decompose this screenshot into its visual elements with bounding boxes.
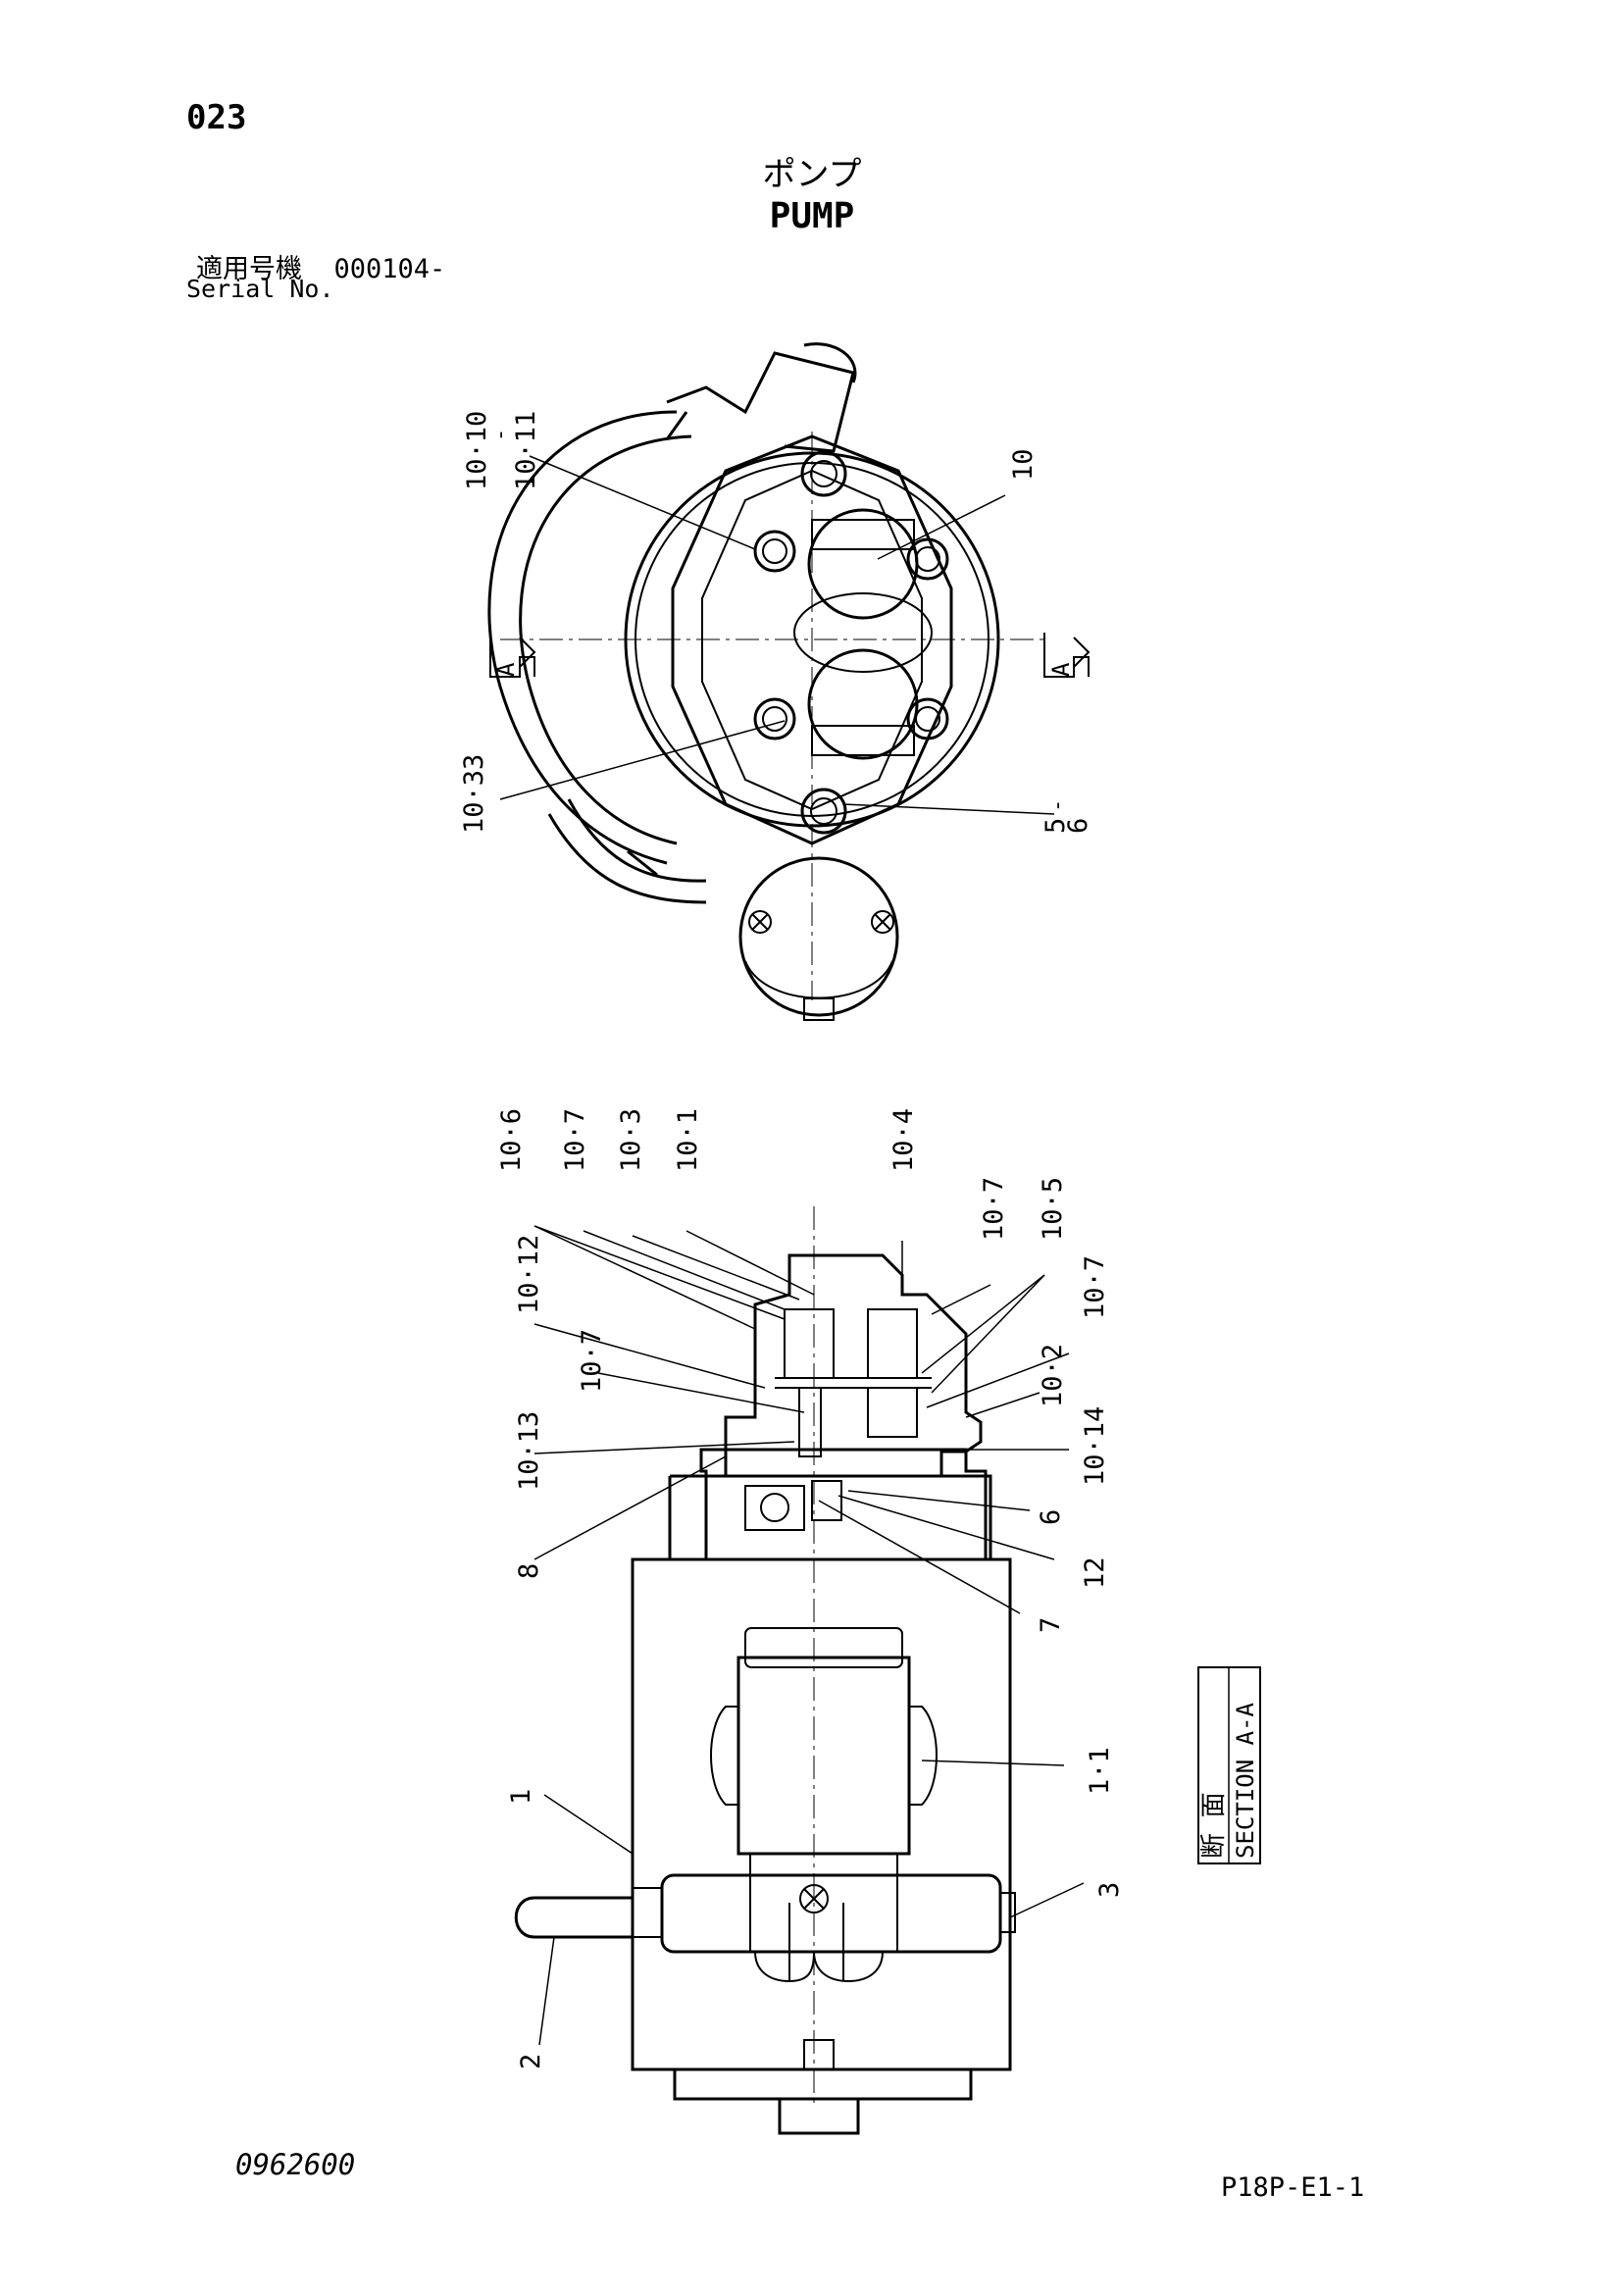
- section-marker-left: A: [492, 662, 520, 677]
- section-label-en: SECTION A-A: [1232, 1703, 1259, 1859]
- title-japanese: ポンプ: [762, 155, 862, 194]
- serial-label-jp-text: 適用号機: [196, 254, 302, 284]
- callout-2: 2: [516, 2054, 546, 2069]
- section-marker-right: A: [1047, 662, 1075, 677]
- callout-10-7c: 10·7: [577, 1329, 607, 1393]
- callout-6: 6: [1036, 1509, 1066, 1525]
- section-arrow-right: [1043, 633, 1091, 678]
- sheet-code: P18P-E1-1: [1221, 2172, 1365, 2203]
- callout-range-dash: -: [488, 429, 513, 441]
- callout-10-3: 10·3: [616, 1108, 646, 1172]
- callout-10-12: 10·12: [514, 1235, 544, 1314]
- section-label-jp: 断 面: [1199, 1792, 1229, 1859]
- callout-10-7a: 10·7: [560, 1108, 590, 1172]
- page-number: 023: [186, 98, 247, 137]
- callout-5: 5: [1040, 818, 1071, 834]
- serial-label-japanese: 適用号機 000104-: [196, 247, 445, 285]
- callout-10-4: 10·4: [888, 1108, 919, 1172]
- pump-top-view: [487, 342, 1091, 1021]
- callout-10-13: 10·13: [514, 1411, 544, 1491]
- callout-3: 3: [1094, 1882, 1125, 1898]
- callout-range-dash: -: [1045, 799, 1070, 812]
- drawing-number: 0962600: [235, 2148, 356, 2181]
- bolt-heads: [753, 450, 949, 835]
- callout-10: 10: [1008, 448, 1039, 481]
- callout-1: 1: [506, 1789, 536, 1805]
- callout-12: 12: [1080, 1556, 1110, 1589]
- callout-10-7b: 10·7: [979, 1177, 1009, 1241]
- callout-6: 6: [1063, 818, 1093, 834]
- callout-10-5: 10·5: [1038, 1177, 1068, 1241]
- leader-lines-section: [533, 1225, 1085, 2046]
- serial-label-english: Serial No.: [186, 275, 334, 303]
- section-arrow-left: [489, 633, 536, 678]
- callout-10-14: 10·14: [1080, 1406, 1110, 1486]
- callout-10-6: 10·6: [496, 1108, 527, 1172]
- callout-10-33: 10·33: [459, 754, 489, 834]
- section-label-box: 断 面 SECTION A-A: [1197, 1666, 1261, 1864]
- callout-10-7d: 10·7: [1080, 1255, 1110, 1319]
- serial-value: 000104-: [333, 254, 446, 284]
- callout-7: 7: [1036, 1617, 1066, 1633]
- callout-10-11: 10·11: [511, 411, 541, 490]
- callout-10-2: 10·2: [1038, 1344, 1068, 1407]
- callout-10-1: 10·1: [673, 1108, 703, 1172]
- callouts-section-view: 10·6 10·7 10·3 10·1 10·4 10·7 10·5 10·12…: [496, 1108, 1125, 2069]
- callouts-top-view: 10·10 - 10·11 10 10·33 5 - 6 A A: [459, 411, 1093, 834]
- callout-8: 8: [514, 1563, 544, 1579]
- callout-10-10: 10·10: [462, 411, 492, 490]
- callout-1-1: 1·1: [1085, 1747, 1115, 1795]
- pump-section-view: [514, 1206, 1085, 2135]
- leader-lines-top: [499, 455, 1055, 815]
- title-english: PUMP: [769, 196, 855, 236]
